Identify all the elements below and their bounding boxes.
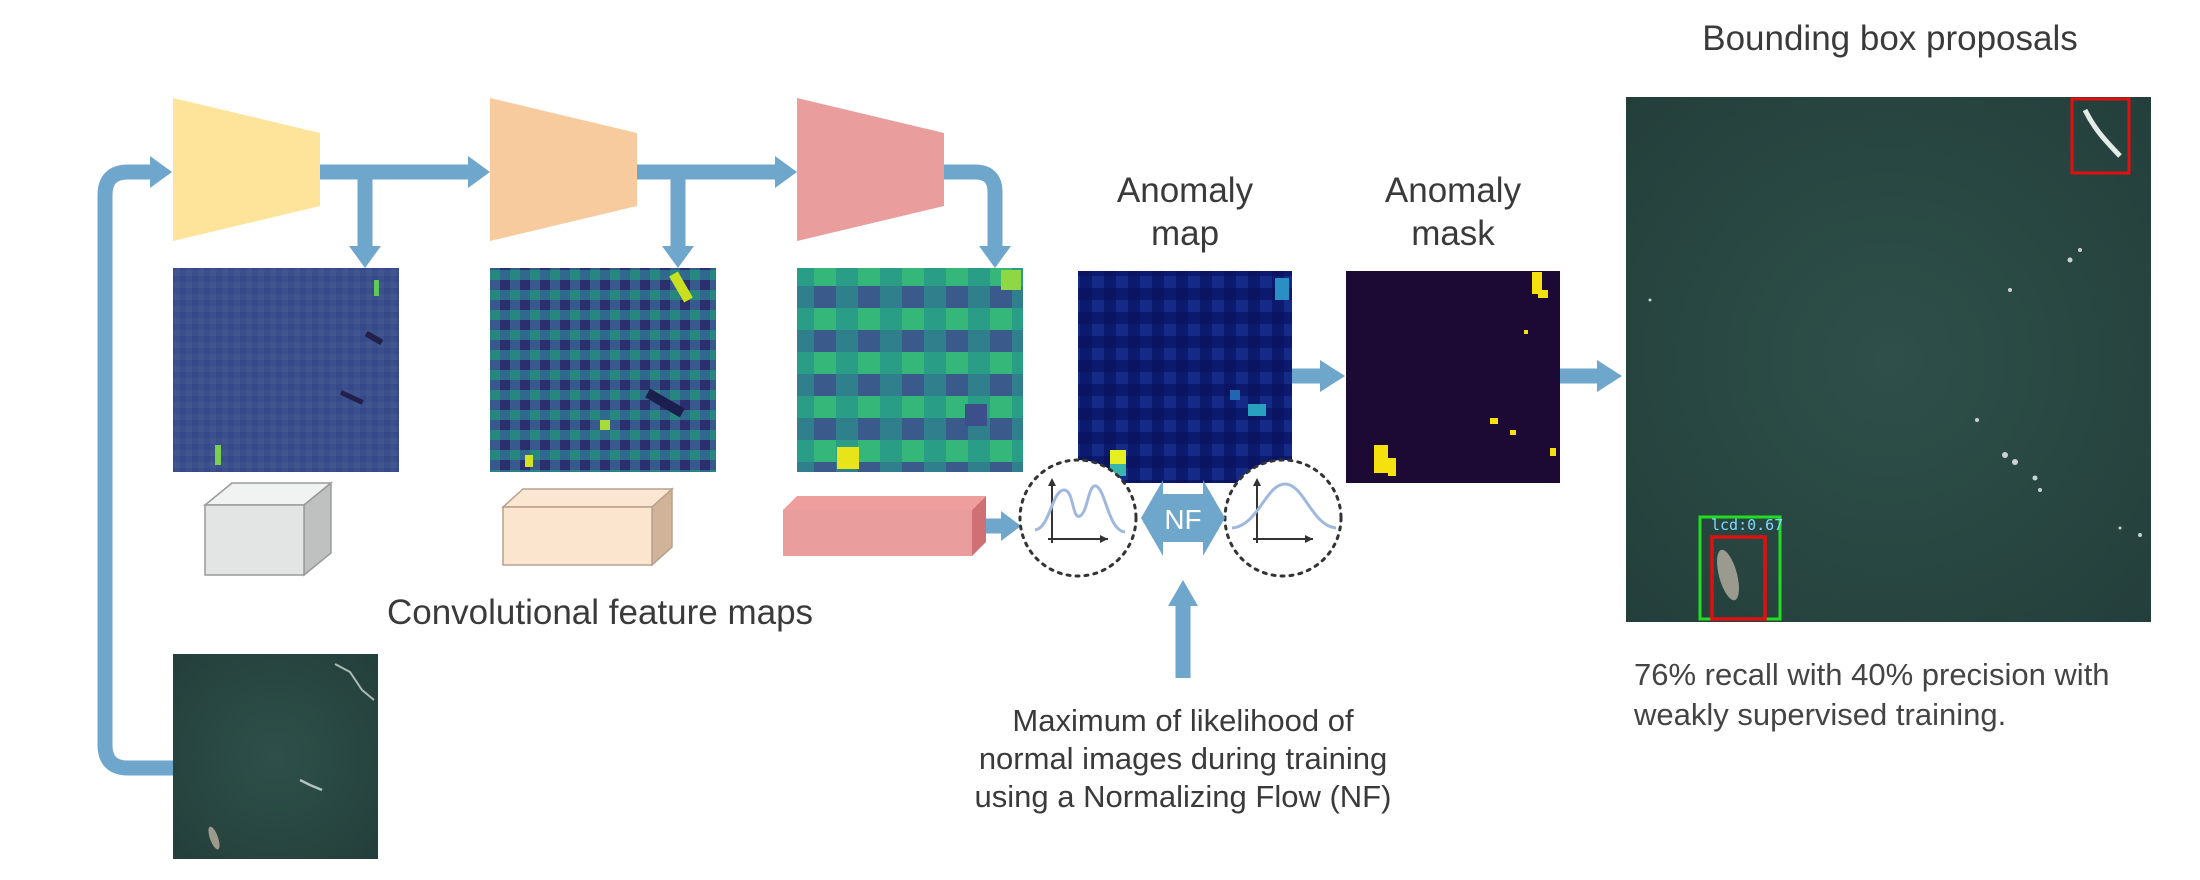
- conv-features-caption-text: Convolutional feature maps: [386, 593, 814, 632]
- nf-double-arrow: [1141, 480, 1225, 556]
- arrow-heads: [150, 156, 1622, 606]
- whale-bottom-left: [1717, 549, 1739, 601]
- anomaly-mask-title-text: Anomaly mask: [1384, 171, 1522, 253]
- anomaly-mask-highlights: [1374, 272, 1556, 476]
- result-caption: 76% recall with 40% precision with weakl…: [1634, 655, 2174, 736]
- whale-top-right: [2082, 108, 2122, 158]
- normal-density-plot: [1223, 458, 1343, 578]
- feature-map-2: [490, 268, 716, 472]
- anomaly-mask-title: Anomaly mask: [1366, 170, 1540, 255]
- red-box-bottom-left: [1710, 535, 1767, 621]
- feature-map-3-highlights: [837, 270, 1021, 469]
- bbox-title: Bounding box proposals: [1650, 18, 2130, 61]
- result-line-2: weakly supervised training.: [1634, 697, 2007, 733]
- anomaly-map-title: Anomaly map: [1098, 170, 1272, 255]
- input-satellite-image: [173, 654, 378, 859]
- anomaly-map-image: [1078, 271, 1292, 483]
- bbox-title-text: Bounding box proposals: [1702, 19, 2078, 58]
- feature-block-1: [202, 481, 334, 577]
- anomaly-map-title-text: Anomaly map: [1116, 171, 1254, 253]
- bbox-result-image: lcd:0.67: [1626, 97, 2151, 622]
- anomaly-map-highlights: [1110, 278, 1289, 476]
- loop-arrow-path: [97, 164, 173, 776]
- nf-label: NF: [1164, 504, 1201, 535]
- likelihood-line-1: Maximum of likelihood of: [1012, 703, 1354, 738]
- feature-density-plot: [1018, 458, 1138, 578]
- encoder-block-3: [797, 98, 944, 241]
- feature-map-2-highlights: [525, 271, 693, 467]
- encoder-block-2: [490, 98, 637, 241]
- feature-map-1: [173, 268, 399, 472]
- likelihood-line-2: normal images during training: [978, 740, 1388, 776]
- red-box-top-right: [2070, 97, 2131, 175]
- result-line-1: 76% recall with 40% precision with: [1634, 657, 2110, 692]
- feature-map-3: [797, 268, 1023, 472]
- feature-block-2: [501, 487, 674, 567]
- feature-block-3: [783, 496, 986, 556]
- encoder-block-1: [173, 98, 320, 241]
- detection-score-label: lcd:0.67: [1711, 516, 1783, 534]
- likelihood-caption: Maximum of likelihood of normal images d…: [948, 702, 1418, 815]
- likelihood-line-3: using a Normalizing Flow (NF): [974, 778, 1392, 814]
- feature-map-1-highlights: [215, 280, 384, 465]
- conv-features-caption: Convolutional feature maps: [370, 592, 830, 635]
